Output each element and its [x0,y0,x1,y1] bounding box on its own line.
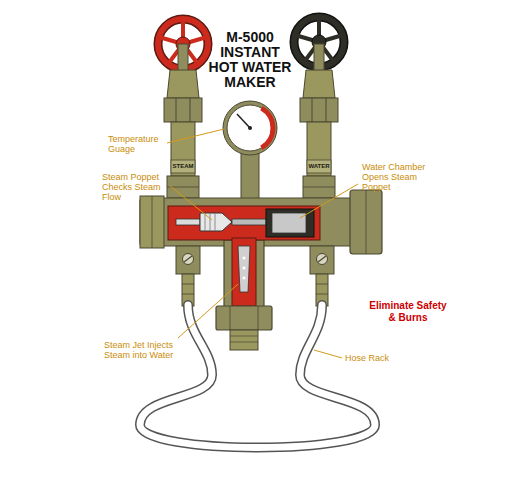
leader-lines [167,129,358,358]
product-title: M-5000 INSTANT HOT WATER MAKER [205,30,295,90]
mixing-body [140,190,382,350]
hose [140,305,375,448]
callout-label: Steam Poppet Checks Steam Flow [102,172,166,202]
callout-label: Water Chamber Opens Steam Poppet [362,162,430,192]
temperature-gauge [223,101,277,200]
pipe-marking: WATER [306,162,332,170]
callout-label: Hose Rack [345,353,405,363]
pipe-marking: STEAM [170,162,196,170]
callout-label: Steam Jet Injects Steam into Water [104,340,180,360]
note: Eliminate Safety & Burns [366,300,450,324]
callout-label: Temperature Guage [108,134,168,154]
